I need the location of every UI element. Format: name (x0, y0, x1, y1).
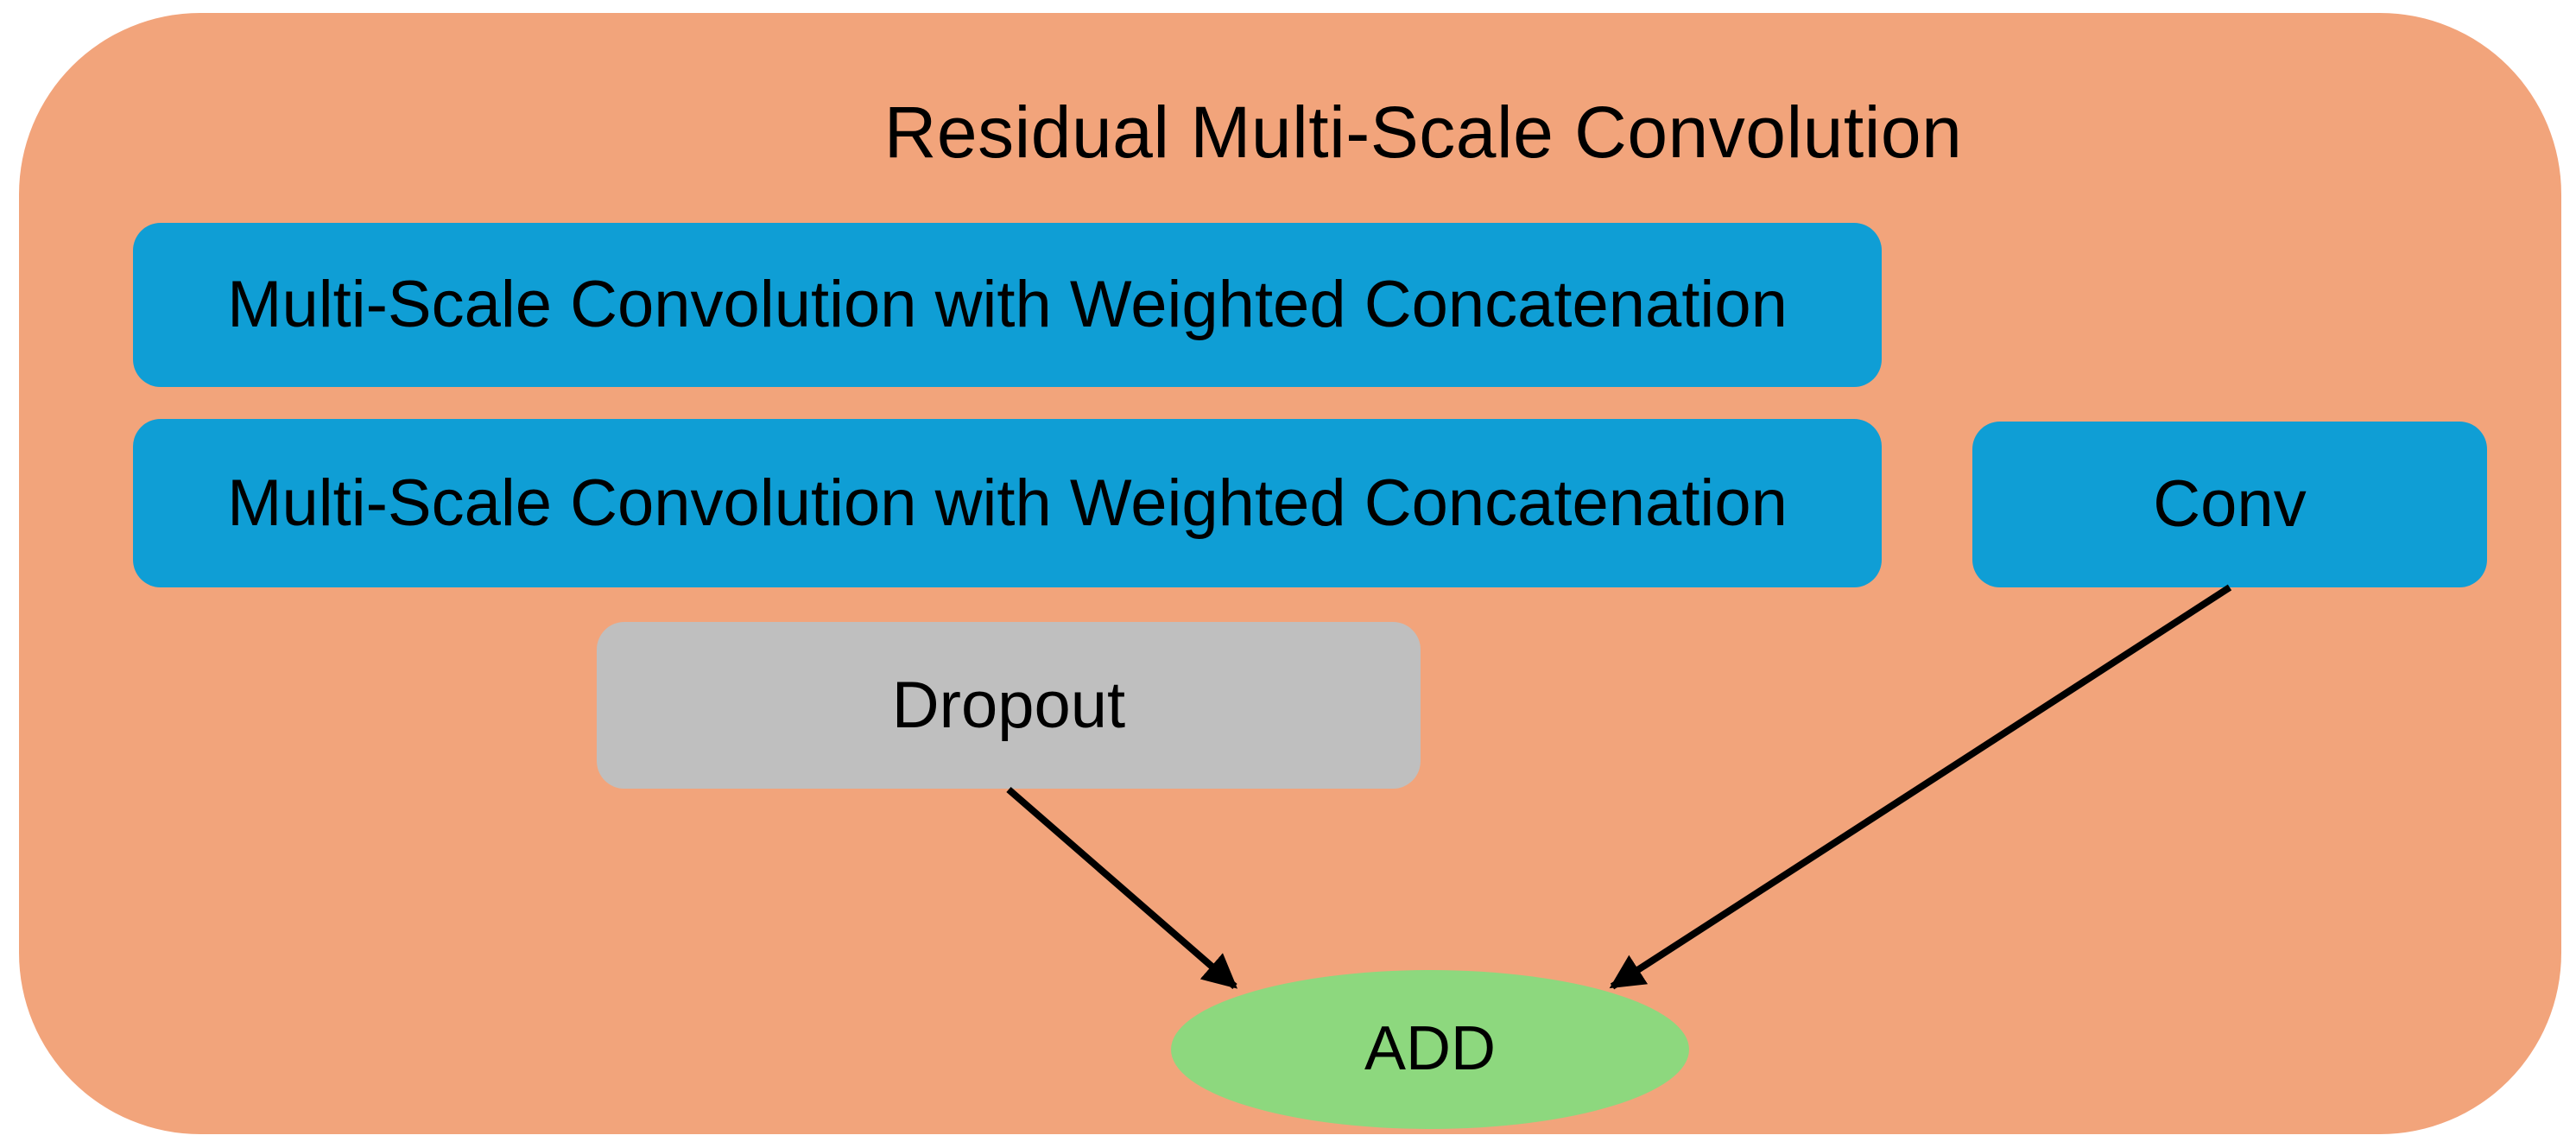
node-multi-scale-convolution-1: Multi-Scale Convolution with Weighted Co… (133, 223, 1882, 387)
diagram-title: Residual Multi-Scale Convolution (883, 92, 1963, 173)
node-dropout: Dropout (597, 622, 1421, 789)
node-multi-scale-convolution-2: Multi-Scale Convolution with Weighted Co… (133, 419, 1882, 587)
arrow-conv-to-add (1609, 584, 2232, 990)
node-add: ADD (1171, 970, 1689, 1129)
group-residual-multi-scale-convolution: Residual Multi-Scale Convolution Multi-S… (19, 13, 2561, 1134)
node-conv: Conv (1972, 422, 2487, 587)
arrow-dropout-to-add (1006, 786, 1238, 990)
